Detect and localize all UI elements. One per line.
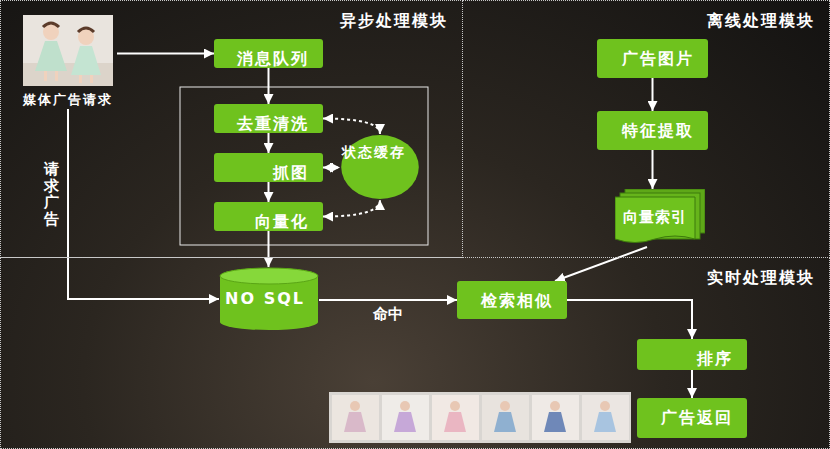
node-label: 状态缓存 xyxy=(342,144,406,162)
module-region: 离线处理模块广告图片特征提取向量索引 xyxy=(462,0,830,258)
edge-label: 请求广告 xyxy=(44,161,59,227)
node-label: 广告图片 xyxy=(622,49,694,70)
process-box: 抓图 xyxy=(214,153,323,182)
thumbnail-strip xyxy=(329,392,631,443)
process-box: 广告返回 xyxy=(637,398,747,438)
group-frame xyxy=(180,87,428,245)
dotted-connector xyxy=(323,200,380,217)
arrow-connector xyxy=(68,109,219,299)
process-box: 向量化 xyxy=(214,202,323,231)
arrow-connector xyxy=(268,231,270,267)
node-label: 抓图 xyxy=(273,163,309,184)
circle-shape xyxy=(340,134,420,200)
node-label: 向量化 xyxy=(255,212,309,233)
node-label: 特征提取 xyxy=(622,121,694,142)
process-box: 排序 xyxy=(637,339,747,370)
process-box: 检索相似 xyxy=(457,281,567,319)
edge-label: 命中 xyxy=(373,305,403,324)
arrow-connector xyxy=(268,133,270,153)
process-box: 特征提取 xyxy=(597,111,708,150)
node-label: 检索相似 xyxy=(481,291,553,312)
node-label: 消息队列 xyxy=(237,49,309,70)
module-title: 离线处理模块 xyxy=(707,11,815,32)
module-region: 实时处理模块 NO SQL 检索相似排序广告返回 xyxy=(0,257,830,449)
dotted-connector xyxy=(323,167,340,169)
girls-photo xyxy=(23,15,113,86)
node-label: 向量索引 xyxy=(615,197,695,237)
arrow-connector xyxy=(117,53,214,55)
process-box: 去重清洗 xyxy=(214,104,323,133)
arrow-connector xyxy=(691,370,693,398)
dotted-connector xyxy=(323,119,380,135)
arrow-connector xyxy=(268,182,270,202)
arrow-connector xyxy=(652,78,654,111)
arrow-connector xyxy=(555,247,647,281)
database-cylinder: NO SQL xyxy=(219,267,319,331)
node-label: 排序 xyxy=(697,349,733,370)
arrow-connector xyxy=(319,299,457,301)
module-title: 异步处理模块 xyxy=(340,11,448,32)
node-label: 去重清洗 xyxy=(237,114,309,135)
cache-circle: 状态缓存 xyxy=(340,134,420,200)
module-title: 实时处理模块 xyxy=(707,268,815,289)
process-box: 消息队列 xyxy=(214,39,323,68)
arrow-connector xyxy=(652,150,654,189)
node-label: NO SQL xyxy=(225,277,305,308)
module-region: 异步处理模块媒体广告请求 消息队列去重清洗抓图向量化 状态缓存 xyxy=(0,0,463,258)
node-label: 媒体广告请求 xyxy=(19,91,117,109)
process-box: 广告图片 xyxy=(597,39,708,78)
node-label: 广告返回 xyxy=(661,408,733,429)
arrow-connector xyxy=(567,300,692,339)
index-stack: 向量索引 xyxy=(615,189,705,247)
request-source: 媒体广告请求 xyxy=(19,13,117,109)
arrow-connector xyxy=(268,68,270,104)
